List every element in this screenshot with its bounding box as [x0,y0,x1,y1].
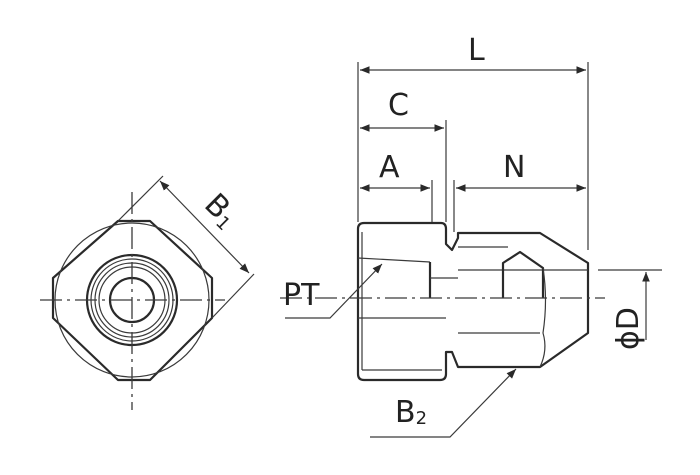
d-label: ϕD [611,307,646,350]
c-label: C [388,88,409,123]
end-view: B1 [40,175,255,410]
b2-label: B2 [395,395,427,430]
pt-leader [285,263,383,319]
b1-extension [211,273,255,319]
l-label: L [468,33,485,68]
n-label: N [503,150,525,185]
b1-dimension-line [159,180,250,274]
b2-leader [370,368,517,438]
collet-slot [501,250,545,298]
nut-body [356,221,590,382]
b1-label: B1 [197,187,245,235]
pt-label: PT [283,278,320,313]
side-view: L C A N PT B2 ϕD [280,33,662,438]
collet-curve [539,267,547,368]
thread-line [357,257,431,263]
b1-extension [117,175,164,222]
a-label: A [379,150,400,185]
